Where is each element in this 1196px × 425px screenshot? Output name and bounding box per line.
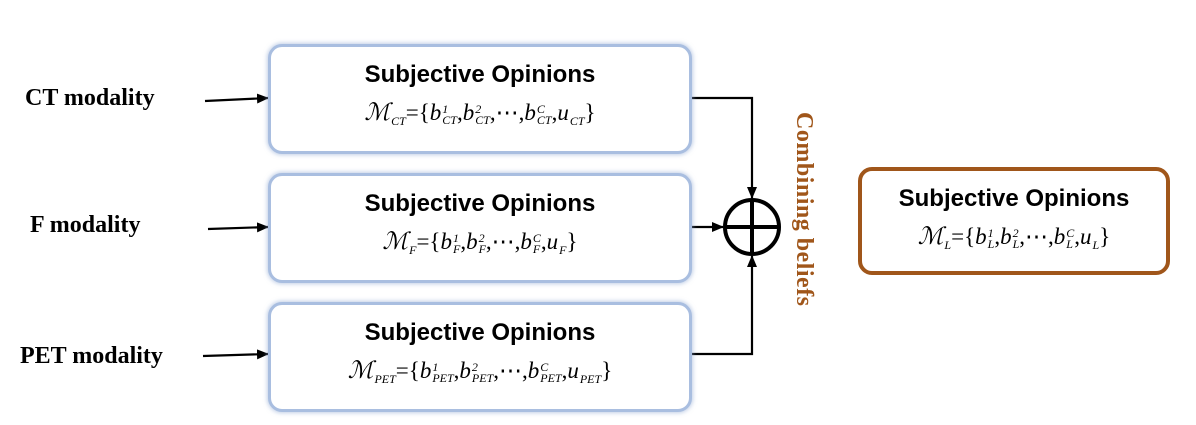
box-title: Subjective Opinions xyxy=(364,190,596,217)
modality-label-pet: PET modality xyxy=(20,343,163,369)
arrow-f-input xyxy=(207,222,269,233)
arrow-pet-input xyxy=(202,349,269,360)
combine-operator-icon xyxy=(723,198,781,256)
box-title: Subjective Opinions xyxy=(898,185,1130,212)
modality-label-ct: CT modality xyxy=(25,85,155,111)
arrow-ct-input xyxy=(204,93,269,104)
connector-pet-to-combine xyxy=(691,255,757,356)
box-title: Subjective Opinions xyxy=(364,319,596,346)
combining-beliefs-label: Combining beliefs xyxy=(791,112,817,307)
box-title: Subjective Opinions xyxy=(364,61,596,88)
modality-label-f: F modality xyxy=(30,212,141,238)
connector-ct-to-combine xyxy=(691,96,757,199)
